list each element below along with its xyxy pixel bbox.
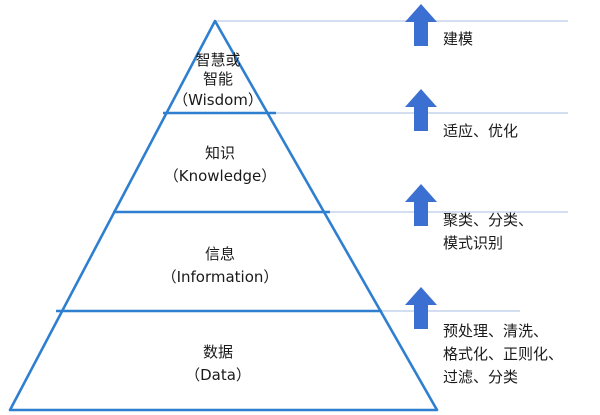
transition-preprocess-line-1: 预处理、清洗、	[443, 322, 548, 340]
transition-clustering-line-2: 模式识别	[443, 234, 503, 252]
level-wisdom-line-3: （Wisdom）	[173, 91, 263, 109]
transition-preprocess-line-3: 过滤、分类	[443, 368, 518, 386]
transition-adapt-optimize-line-1: 适应、优化	[443, 122, 518, 140]
level-data-line-1: 数据	[203, 343, 233, 361]
up-arrow-icon	[405, 287, 437, 329]
level-wisdom-line-1: 智慧或	[195, 51, 240, 69]
level-information-line-1: 信息	[205, 245, 235, 263]
up-arrow-icon	[405, 184, 437, 226]
transition-modeling-line-1: 建模	[443, 30, 473, 48]
pyramid-outline	[8, 19, 439, 412]
level-knowledge-line-1: 知识	[205, 144, 235, 162]
level-knowledge-line-2: （Knowledge）	[164, 167, 276, 185]
level-wisdom-line-2: 智能	[203, 70, 233, 88]
up-arrow-icon	[405, 4, 437, 46]
up-arrow-icon	[405, 89, 437, 131]
level-information-line-2: （Information）	[162, 268, 279, 286]
transition-preprocess-line-2: 格式化、正则化、	[443, 345, 563, 363]
level-data-line-2: （Data）	[185, 366, 251, 384]
transition-clustering-line-1: 聚类、分类、	[443, 211, 533, 229]
